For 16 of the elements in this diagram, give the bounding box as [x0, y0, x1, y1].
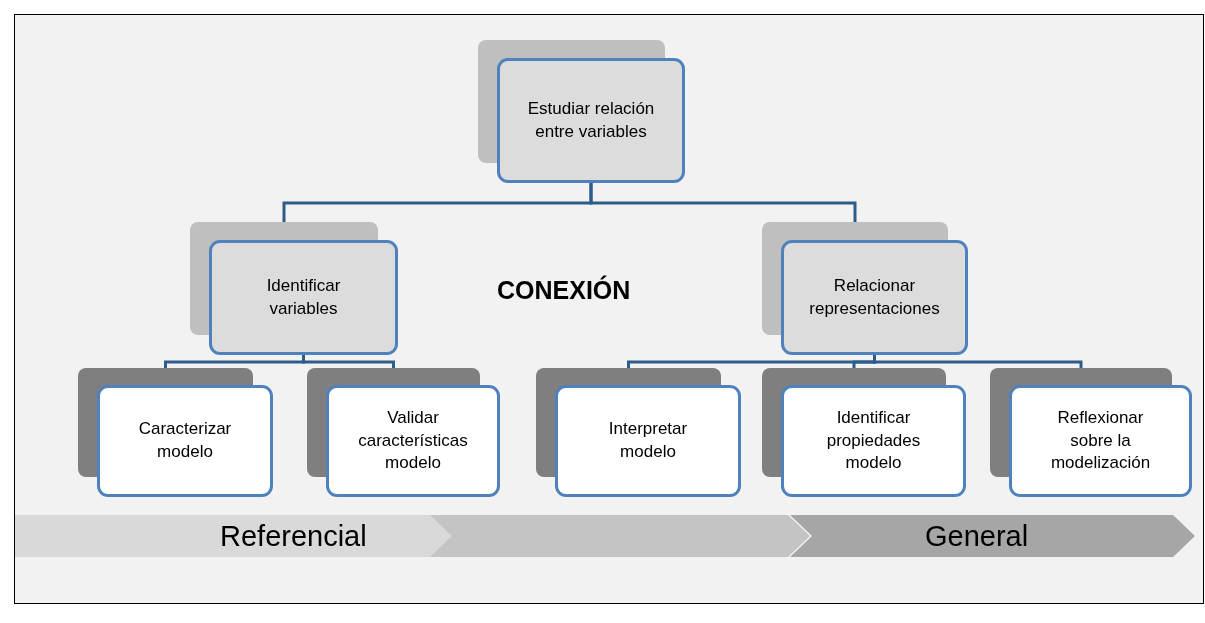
- chevron-band: [790, 515, 1195, 557]
- box-label: Relacionar representaciones: [808, 274, 941, 320]
- box-label: Caracterizar modelo: [137, 418, 233, 463]
- connector-line: [589, 183, 857, 222]
- box-label: Interpretar modelo: [607, 418, 689, 463]
- box-label: Reflexionar sobre la modelización: [1049, 406, 1152, 475]
- box-label: Estudiar relación entre variables: [526, 97, 656, 143]
- box-label: Identificar propiedades modelo: [825, 406, 922, 475]
- box-label: Identificar variables: [265, 274, 342, 320]
- connector-line: [873, 355, 1083, 368]
- chevron-band: [430, 515, 810, 557]
- stage-label: Referencial: [220, 519, 367, 553]
- section-heading: CONEXIÓN: [497, 276, 631, 305]
- connector-line: [302, 355, 395, 368]
- stage-label: General: [925, 519, 1029, 553]
- box-label: Validar características modelo: [357, 406, 469, 475]
